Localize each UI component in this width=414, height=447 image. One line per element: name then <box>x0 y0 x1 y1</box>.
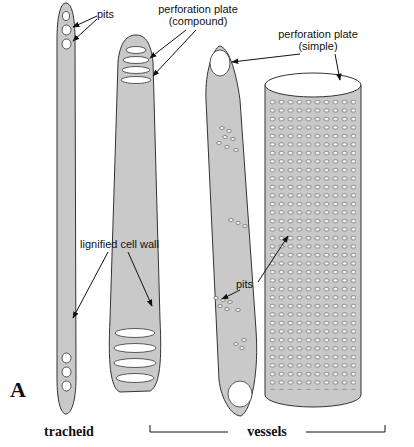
pits-label: pits <box>97 8 137 20</box>
wall-label: lignified cell wall <box>62 238 177 250</box>
tracheid-pits <box>62 12 71 392</box>
simple-perforation-plate <box>210 50 252 407</box>
vessel-pits <box>214 127 247 350</box>
vessel-cylinder <box>265 85 361 407</box>
vessel-element-simple <box>206 46 257 416</box>
vessel-element-compound <box>109 35 160 392</box>
cylinder-pits <box>270 100 356 390</box>
cylinder-perforation <box>265 73 361 97</box>
cell-type-label: tracheid <box>30 424 108 440</box>
perforation-label: perforation plate (simple) <box>268 28 368 52</box>
panel-letter: A <box>10 378 40 402</box>
compound-perforation-plate <box>114 47 156 383</box>
pits-label: pits <box>236 278 276 290</box>
tracheid-cell <box>57 3 76 414</box>
leader-arrows <box>73 16 340 318</box>
perforation-label: perforation plate (compound) <box>148 3 248 27</box>
cell-type-label: vessels <box>228 424 306 440</box>
